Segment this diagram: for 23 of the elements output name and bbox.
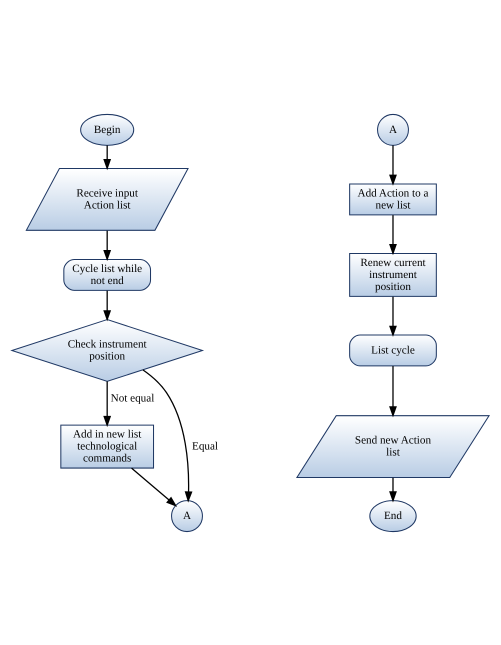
arrow: [389, 144, 397, 186]
node-circle: A: [171, 500, 203, 532]
arrow: [103, 290, 112, 321]
edge-label: Equal: [192, 440, 218, 452]
node-box: List cycle: [349, 334, 437, 366]
arrow: [389, 296, 397, 336]
edge-label: Not equal: [110, 392, 154, 404]
arrow: [103, 230, 112, 261]
node-box: Renew current instrument position: [349, 252, 437, 296]
node-box: Add in new list technological commands: [60, 424, 154, 468]
arrow: [389, 366, 397, 417]
arrow: [103, 144, 112, 170]
arrow: [389, 214, 397, 255]
arrow: [142, 368, 192, 502]
arrow: [389, 477, 397, 502]
node-ellipse: Begin: [80, 113, 134, 146]
node-diamond: Check instrument position: [10, 318, 204, 382]
node-box: Cycle list while not end: [63, 258, 152, 290]
arrow: [103, 380, 112, 427]
node-box: Add Action to a new list: [349, 182, 437, 215]
arrow: [131, 467, 178, 506]
node-ellipse: End: [369, 500, 417, 532]
node-circle: A: [377, 113, 409, 146]
